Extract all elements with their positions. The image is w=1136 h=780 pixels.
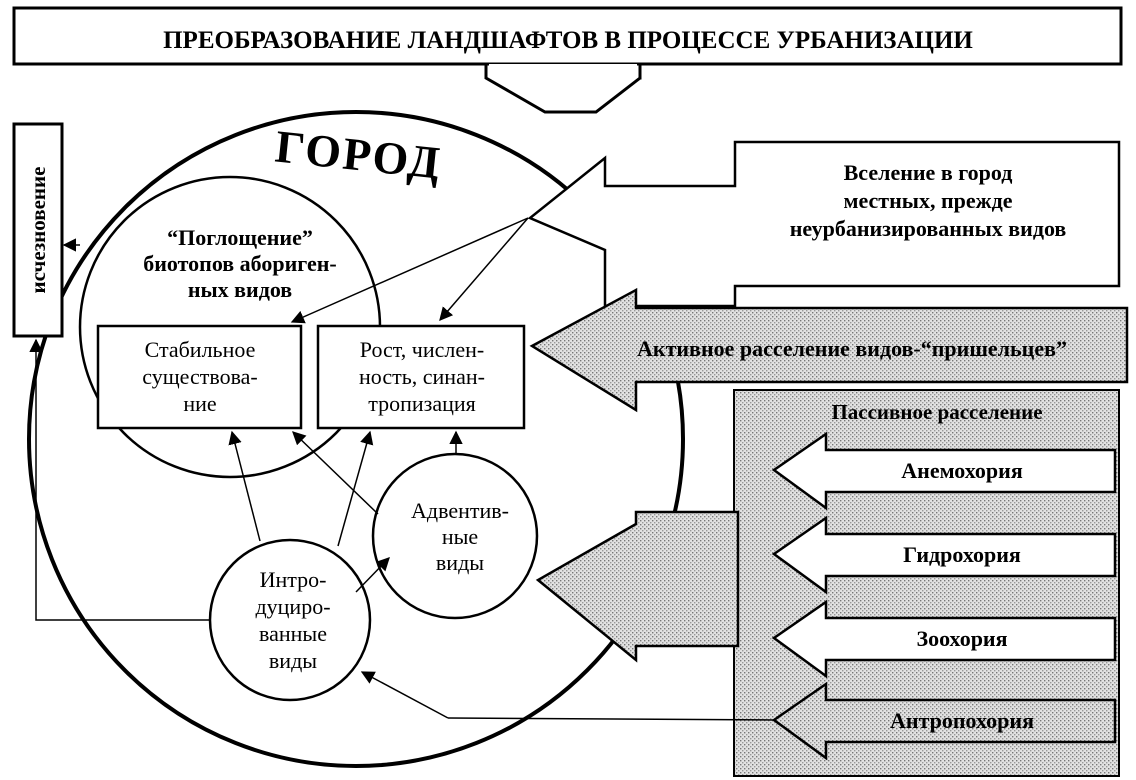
- adventive-line-2: ные: [442, 524, 478, 549]
- extinction-label: исчезновение: [26, 167, 50, 294]
- passive-item-anemochory: Анемохория: [771, 431, 1117, 511]
- arrow-local-to-growth: [439, 217, 529, 322]
- line-anthropochory: [447, 717, 775, 721]
- active-dispersal-label: Активное расселение видов-“пришельцев”: [637, 336, 1067, 361]
- introduced-line-4: виды: [269, 648, 317, 673]
- connector-arrows: [29, 217, 775, 721]
- stable-line-1: Стабильное: [145, 337, 256, 362]
- arrow-anthropochory-to-introduced: [360, 671, 449, 719]
- arrow-introduced-to-extinction: [29, 338, 210, 621]
- local-species-line-1: Вселение в город: [844, 160, 1013, 185]
- growth-line-3: тропизация: [368, 391, 476, 416]
- stable-existence-box: Стабильное существова- ние: [96, 324, 303, 430]
- passive-item-label-1: Анемохория: [901, 458, 1023, 483]
- stable-line-2: существова-: [142, 364, 258, 389]
- arrow-introduced-to-growth: [337, 430, 374, 547]
- growth-line-2: ность, синан-: [359, 364, 485, 389]
- adventive-line-3: виды: [436, 550, 484, 575]
- passive-item-hydrochory: Гидрохория: [771, 515, 1117, 595]
- arrow-introduced-to-adventive: [355, 557, 390, 593]
- passive-item-zoochory: Зоохория: [771, 599, 1117, 679]
- growth-line-1: Рост, числен-: [360, 337, 484, 362]
- introduced-line-3: ванные: [259, 621, 327, 646]
- local-species-line-3: неурбанизированных видов: [790, 216, 1067, 241]
- diagram-title: ПРЕОБРАЗОВАНИЕ ЛАНДШАФТОВ В ПРОЦЕССЕ УРБ…: [163, 27, 973, 54]
- absorption-line-2: биотопов абориген-: [143, 251, 337, 276]
- introduced-line-2: дуциро-: [255, 594, 330, 619]
- passive-item-label-4: Антропохория: [890, 708, 1034, 733]
- arrow-adventive-to-stable: [292, 431, 379, 515]
- stable-line-3: ние: [183, 391, 216, 416]
- introduced-line-1: Интро-: [260, 567, 327, 592]
- absorption-line-3: ных видов: [188, 277, 292, 302]
- title-banner: ПРЕОБРАЗОВАНИЕ ЛАНДШАФТОВ В ПРОЦЕССЕ УРБ…: [12, 6, 1123, 114]
- extinction-box: исчезновение: [12, 122, 64, 338]
- arrow-introduced-to-stable: [228, 430, 261, 542]
- local-species-arrow: Вселение в город местных, прежде неурбан…: [527, 140, 1121, 308]
- passive-dispersal-title: Пассивное расселение: [831, 400, 1042, 424]
- passive-item-anthropochory: Антропохория: [771, 681, 1117, 761]
- title-down-arrow: [484, 62, 642, 114]
- adventive-line-1: Адвентив-: [411, 498, 509, 523]
- arrow-local-to-stable: [290, 217, 529, 324]
- adventive-circle: [371, 452, 539, 620]
- passive-item-label-3: Зоохория: [916, 626, 1007, 651]
- active-dispersal-arrow: Активное расселение видов-“пришельцев”: [529, 287, 1129, 413]
- passive-dispersal-arrow: [535, 510, 740, 663]
- absorption-line-1: “Поглощение”: [167, 225, 313, 250]
- introduced-circle: [208, 538, 372, 702]
- passive-item-label-2: Гидрохория: [903, 542, 1021, 567]
- local-species-line-2: местных, прежде: [844, 188, 1013, 213]
- growth-box: Рост, числен- ность, синан- тропизация: [316, 324, 526, 430]
